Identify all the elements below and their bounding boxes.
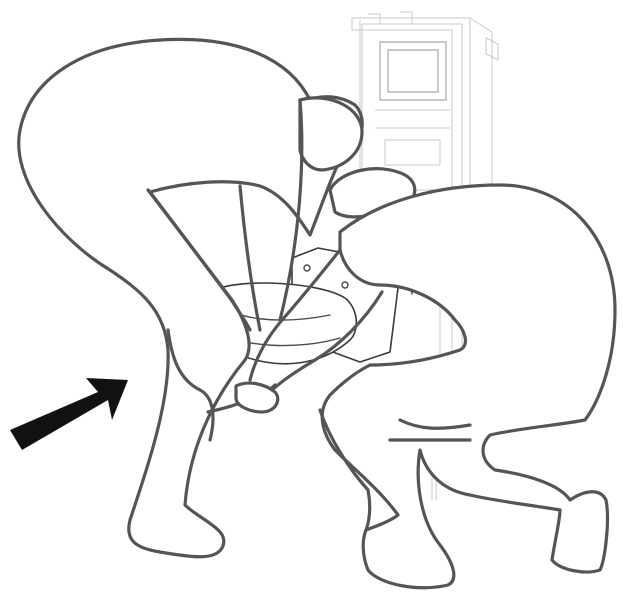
direction-arrow xyxy=(10,378,128,450)
person-right xyxy=(236,169,615,588)
